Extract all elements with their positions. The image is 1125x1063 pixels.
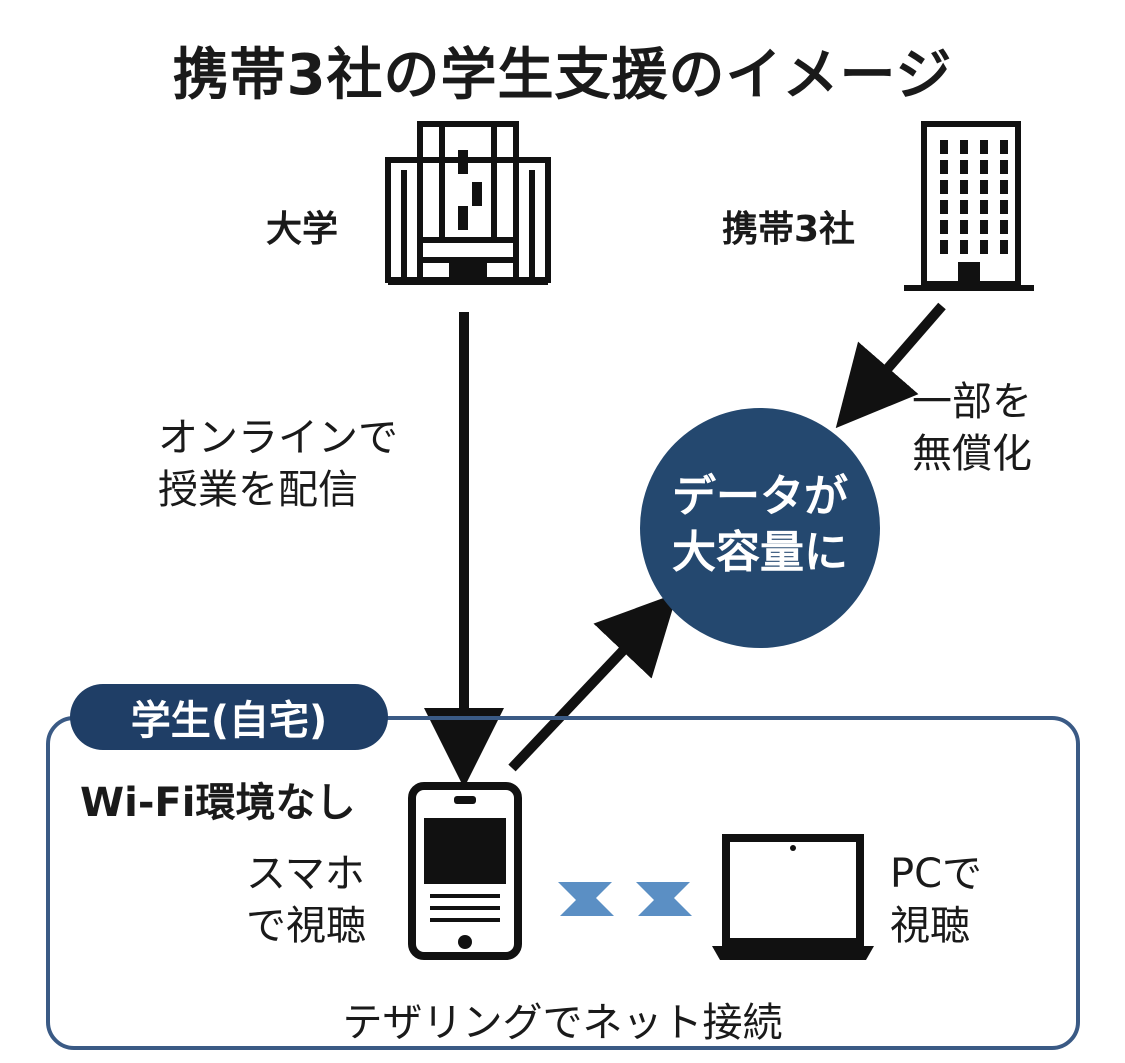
building-window (1000, 180, 1008, 194)
building-window (960, 240, 968, 254)
page-title: 携帯3社の学生支援のイメージ (172, 43, 953, 108)
data-bubble-line1: データが (672, 471, 848, 522)
building-window (960, 200, 968, 214)
building-window (940, 240, 948, 254)
building-window (960, 220, 968, 234)
building-window (980, 140, 988, 154)
no-wifi-label: Wi-Fi環境なし (80, 780, 356, 826)
laptop-icon (712, 834, 874, 960)
student-home-box (46, 716, 1080, 1050)
carriers-label: 携帯3社 (722, 209, 856, 250)
building-window (1000, 200, 1008, 214)
free-partial-label: 一部を 無償化 (912, 376, 1032, 480)
data-bubble-text: データが 大容量に (640, 410, 880, 640)
free-partial-line1: 一部を (912, 379, 1032, 425)
online-delivery-line2: 授業を配信 (158, 467, 358, 513)
building-window (940, 200, 948, 214)
building-window (980, 160, 988, 174)
building-window (940, 140, 948, 154)
building-window (1000, 220, 1008, 234)
building-window (940, 180, 948, 194)
tethering-signal-icon (558, 882, 692, 916)
tethering-label: テザリングでネット接続 (342, 1000, 783, 1046)
office-building-icon (904, 121, 1034, 291)
smartphone-viewing-line1: スマホ (246, 851, 365, 897)
smartphone-viewing-line2: で視聴 (246, 903, 366, 949)
arrow-carrier-to-bubble (835, 302, 946, 429)
pc-viewing-label: PCで 視聴 (890, 848, 982, 952)
building-window (1000, 240, 1008, 254)
online-delivery-line1: オンラインで (158, 415, 398, 461)
online-delivery-label: オンラインで 授業を配信 (158, 412, 398, 516)
smartphone-icon (408, 782, 522, 960)
building-window (1000, 160, 1008, 174)
data-bubble-line2: 大容量に (672, 527, 848, 578)
building-window (940, 220, 948, 234)
building-window (980, 220, 988, 234)
building-window (980, 200, 988, 214)
pc-viewing-line2: 視聴 (890, 903, 970, 949)
university-building-icon (385, 121, 551, 285)
building-window (960, 140, 968, 154)
university-label: 大学 (266, 209, 339, 250)
free-partial-line2: 無償化 (912, 431, 1032, 477)
pc-viewing-line1: PCで (890, 851, 983, 897)
building-window (940, 160, 948, 174)
building-window (960, 180, 968, 194)
building-window (1000, 140, 1008, 154)
smartphone-viewing-label: スマホ で視聴 (246, 848, 366, 952)
building-window (960, 160, 968, 174)
student-home-tag: 学生(自宅) (70, 684, 388, 750)
arrow-phone-to-bubble (508, 592, 678, 772)
building-window (980, 240, 988, 254)
data-bubble (640, 408, 880, 648)
building-window (980, 180, 988, 194)
